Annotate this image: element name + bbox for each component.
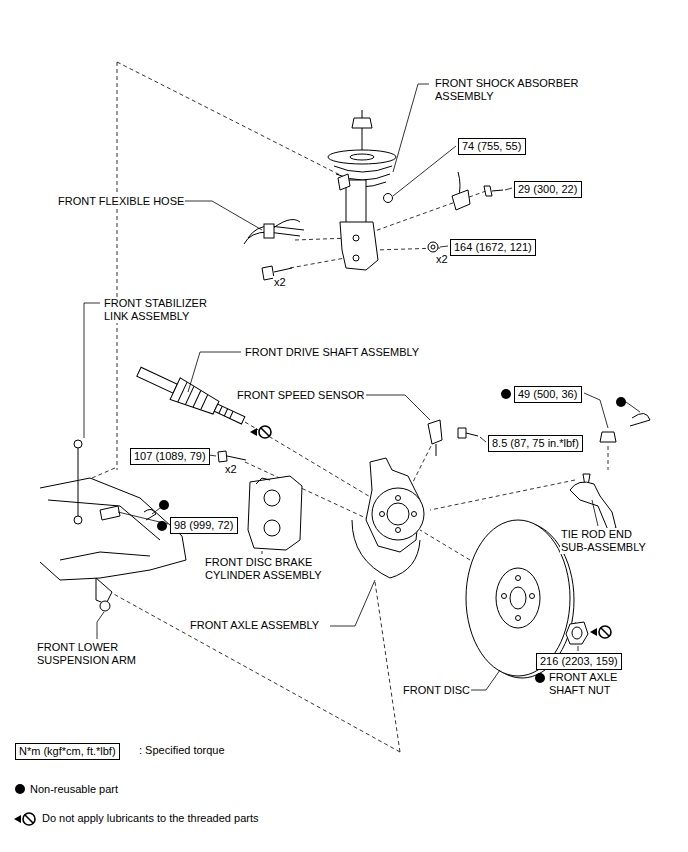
legend-text: Do not apply lubricants to the threaded …	[42, 812, 258, 825]
part-name: FRONT AXLE ASSEMBLY	[189, 619, 320, 632]
torque-value: 164 (1672, 121)	[454, 241, 532, 253]
torque-value: 98 (999, 72)	[174, 519, 233, 531]
torque-value: N*m (kgf*cm, ft.*lbf)	[19, 745, 116, 757]
torque-box: 107 (1089, 79)	[130, 448, 210, 465]
lower-arm-figure	[40, 440, 186, 611]
part-name: TIE ROD END SUB-ASSEMBLY	[560, 528, 654, 554]
torque-box: 164 (1672, 121)	[450, 239, 536, 256]
legend-text: : Specified torque	[139, 744, 225, 757]
torque-box: 74 (755, 55)	[458, 138, 526, 155]
quantity-label: x2	[273, 276, 287, 289]
torque-value: 74 (755, 55)	[462, 140, 521, 152]
torque-value: 29 (300, 22)	[518, 183, 577, 195]
torque-value: 107 (1089, 79)	[134, 450, 206, 462]
part-name: FRONT FLEXIBLE HOSE	[57, 195, 185, 208]
hose-and-bolts-figure	[244, 172, 503, 280]
part-name: FRONT LOWER SUSPENSION ARM	[36, 641, 148, 667]
caliper-figure	[218, 451, 302, 550]
torque-value: 216 (2203, 159)	[540, 655, 618, 667]
dashed-guide-lines	[92, 62, 608, 752]
torque-value: 8.5 (87, 75 in.*lbf)	[492, 437, 579, 449]
no-lubricant-icons	[14, 426, 611, 825]
leader-lines	[84, 84, 640, 690]
part-name: FRONT DISC BRAKE CYLINDER ASSEMBLY	[204, 556, 341, 582]
torque-box: 29 (300, 22)	[514, 181, 582, 198]
axle-knuckle-figure	[352, 420, 478, 578]
torque-box: 98 (999, 72)	[170, 517, 238, 534]
shock-absorber-figure	[328, 110, 438, 270]
non-reusable-dots	[15, 389, 626, 794]
part-name: FRONT STABILIZER LINK ASSEMBLY	[103, 297, 233, 323]
part-name: FRONT DISC	[402, 684, 471, 697]
legend-torque-box: N*m (kgf*cm, ft.*lbf)	[15, 743, 120, 760]
torque-box: 8.5 (87, 75 in.*lbf)	[488, 435, 583, 452]
part-name: FRONT DRIVE SHAFT ASSEMBLY	[244, 346, 420, 359]
legend-text: Non-reusable part	[30, 783, 118, 796]
torque-box: 49 (500, 36)	[514, 386, 582, 403]
part-name: FRONT AXLE SHAFT NUT	[548, 671, 630, 697]
part-name: FRONT SPEED SENSOR	[236, 389, 366, 402]
part-name: FRONT SHOCK ABSORBER ASSEMBLY	[434, 77, 601, 103]
quantity-label: x2	[224, 463, 238, 476]
tie-rod-end-figure	[570, 413, 650, 530]
quantity-label: x2	[435, 253, 449, 266]
drive-shaft-figure	[134, 361, 248, 431]
torque-value: 49 (500, 36)	[518, 388, 577, 400]
torque-box: 216 (2203, 159)	[536, 653, 622, 670]
